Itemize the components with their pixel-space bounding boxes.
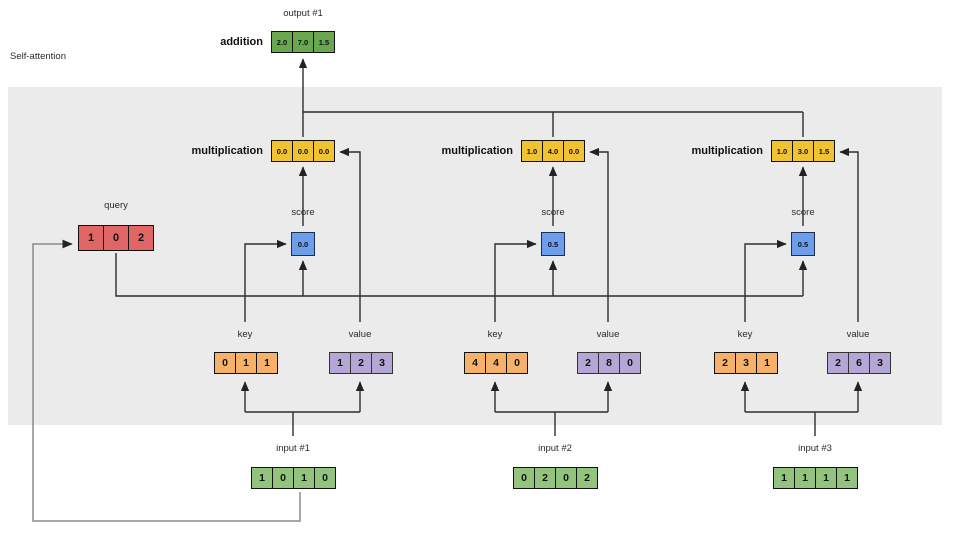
matrix-cell: 2 (577, 352, 599, 374)
matrix-cell: 0 (513, 467, 535, 489)
matrix-cell: 2 (714, 352, 736, 374)
score-label-3: score (791, 207, 815, 218)
matrix-cell: 0 (103, 225, 129, 251)
score-cell-2: 0.5 (541, 232, 565, 256)
matrix-cell: 1 (256, 352, 278, 374)
matrix-cell: 3 (735, 352, 757, 374)
matrix-cell: 1 (815, 467, 837, 489)
matrix-cell: 1.5 (813, 140, 835, 162)
matrix-cell: 2 (576, 467, 598, 489)
matrix-cell: 3 (371, 352, 393, 374)
matrix-cell: 1 (329, 352, 351, 374)
value-label-1: value (348, 329, 372, 340)
key-label-1: key (237, 329, 253, 340)
matrix-cell: 2 (350, 352, 372, 374)
matrix-cell: 1 (78, 225, 104, 251)
matrix-cell: 2.0 (271, 31, 293, 53)
score-label-2: score (541, 207, 565, 218)
matrix-cell: 0.0 (563, 140, 585, 162)
matrix-cell: 2 (128, 225, 154, 251)
matrix-cell: 1 (794, 467, 816, 489)
matrix-cell: 1.0 (771, 140, 793, 162)
diagram-title: Self-attention (10, 51, 66, 62)
output-label: output #1 (283, 8, 323, 19)
matrix-cell: 1 (251, 467, 273, 489)
matrix-cell: 1.5 (313, 31, 335, 53)
value-label-2: value (596, 329, 620, 340)
matrix-cell: 2 (827, 352, 849, 374)
addition-label: addition (220, 36, 263, 48)
matrix-cell: 0 (214, 352, 236, 374)
matrix-cell: 0 (314, 467, 336, 489)
key-label-3: key (737, 329, 753, 340)
matrix-cell: 2 (534, 467, 556, 489)
matrix-cell: 1 (235, 352, 257, 374)
matrix-cell: 1.0 (521, 140, 543, 162)
input-label-1: input #1 (276, 443, 310, 454)
score-cell-1: 0.0 (291, 232, 315, 256)
score-cell-3: 0.5 (791, 232, 815, 256)
multiplication-label-2: multiplication (441, 145, 514, 157)
matrix-cell: 1 (293, 467, 315, 489)
matrix-cell: 1 (773, 467, 795, 489)
matrix-cell: 0 (619, 352, 641, 374)
matrix-cell: 0.0 (313, 140, 335, 162)
matrix-cell: 6 (848, 352, 870, 374)
matrix-cell: 4.0 (542, 140, 564, 162)
score-label-1: score (291, 207, 315, 218)
matrix-cell: 1 (756, 352, 778, 374)
matrix-cell: 0 (506, 352, 528, 374)
query-label: query (104, 200, 128, 211)
matrix-cell: 3 (869, 352, 891, 374)
matrix-cell: 4 (485, 352, 507, 374)
matrix-cell: 8 (598, 352, 620, 374)
multiplication-label-3: multiplication (691, 145, 764, 157)
matrix-cell: 0.0 (292, 140, 314, 162)
value-label-3: value (846, 329, 870, 340)
attention-background-band (8, 87, 942, 425)
multiplication-label-1: multiplication (191, 145, 264, 157)
key-label-2: key (487, 329, 503, 340)
matrix-cell: 4 (464, 352, 486, 374)
matrix-cell: 0.0 (271, 140, 293, 162)
input-label-3: input #3 (798, 443, 832, 454)
matrix-cell: 3.0 (792, 140, 814, 162)
matrix-cell: 7.0 (292, 31, 314, 53)
matrix-cell: 1 (836, 467, 858, 489)
matrix-cell: 0 (272, 467, 294, 489)
matrix-cell: 0 (555, 467, 577, 489)
input-label-2: input #2 (538, 443, 572, 454)
